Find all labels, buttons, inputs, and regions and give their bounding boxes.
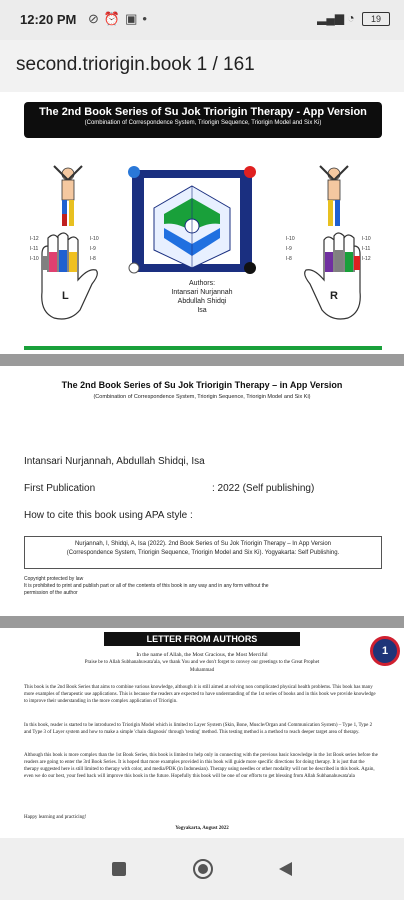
authors-line: Intansari Nurjannah, Abdullah Shidqi, Is… (24, 456, 205, 467)
signal-icon: ▂▄▆ (317, 11, 345, 25)
wifi-icon: ◔ (347, 11, 355, 25)
citation-line-2: (Correspondence System, Triorigin Sequen… (66, 550, 340, 556)
letter-place-date: Yogyakarta, August 2022 (175, 826, 229, 831)
author-2: Abdullah Shidqi (177, 298, 227, 305)
copyright-line-2: It is prohibited to print and publish pa… (24, 583, 269, 589)
author-1: Intansari Nurjannah (171, 289, 233, 296)
cover-green-line (24, 346, 382, 350)
left-hand-letter: L (62, 290, 69, 302)
page-separator (0, 354, 404, 366)
copyright-notice: Copyright protected by law It is prohibi… (24, 576, 380, 597)
greeting-3: Muhammad (189, 668, 215, 673)
page-3: LETTER FROM AUTHORS In the name of Allah… (0, 628, 404, 838)
mute-icon: ⊘ (88, 11, 104, 26)
letter-closing: Happy learning and practicing! (24, 815, 87, 820)
page-1: The 2nd Book Series of Su Jok Triorigin … (0, 92, 404, 350)
right-figure-image (319, 165, 349, 226)
status-right: ▂▄▆ ◔ 19 (317, 11, 390, 26)
cite-label: How to cite this book using APA style : (24, 510, 193, 521)
back-triangle-icon[interactable] (276, 860, 294, 878)
right-hand-letter: R (330, 290, 338, 302)
cover-subtitle: (Combination of Correspondence System, T… (84, 120, 322, 126)
greeting-1: In the name of Allah, the Most Gracious,… (136, 652, 268, 658)
citation-box: Nurjannah, I, Shidqi, A, Isa (2022). 2nd… (24, 536, 382, 569)
cover-banner: The 2nd Book Series of Su Jok Triorigin … (24, 102, 382, 138)
copyright-page-title: The 2nd Book Series of Su Jok Triorigin … (61, 380, 343, 390)
cover-title: The 2nd Book Series of Su Jok Triorigin … (39, 106, 367, 118)
box-icon: ▣ (125, 11, 143, 26)
left-hand-image (41, 232, 98, 320)
battery-icon: 19 (362, 11, 390, 26)
copyright-line-1: Copyright protected by law (24, 576, 84, 582)
publication-label: First Publication (24, 483, 96, 494)
status-icons: ⊘⏰▣• (88, 11, 152, 27)
status-time: 12:20 PM (20, 12, 77, 27)
citation-line-1: Nurjannah, I, Shidqi, A, Isa (2022). 2nd… (74, 541, 332, 547)
letter-paragraph-1: This book is the 2nd Book Series that ai… (24, 685, 376, 704)
publication-value: : 2022 (Self publishing) (212, 483, 315, 494)
square-icon[interactable] (110, 860, 128, 878)
triorigin-diagram-image (128, 166, 256, 274)
letter-paragraph-2: In this book, reader is started to be in… (24, 723, 373, 735)
navigation-bar (0, 838, 404, 900)
alarm-icon: ⏰ (103, 11, 126, 26)
circle-icon[interactable] (192, 858, 214, 880)
copyright-line-3: permission of the author (24, 590, 78, 596)
document-viewer[interactable]: The 2nd Book Series of Su Jok Triorigin … (0, 92, 404, 838)
cover-authors: Authors: Intansari Nurjannah Abdullah Sh… (150, 279, 254, 315)
page-number-button[interactable]: 1 (370, 636, 400, 666)
authors-label: Authors: (188, 280, 216, 287)
greeting-2: Praise be to Allah Subhanahuwata'ala, we… (84, 660, 320, 665)
status-bar: 12:20 PM ⊘⏰▣• ▂▄▆ ◔ 19 (0, 0, 404, 40)
title-bar: second.triorigin.book 1 / 161 (0, 40, 404, 92)
copyright-page-subtitle: (Combination of Correspondence System, T… (93, 394, 311, 400)
author-3: Isa (197, 307, 207, 314)
letter-header: LETTER FROM AUTHORS (104, 632, 300, 646)
document-title: second.triorigin.book 1 / 161 (16, 54, 255, 75)
left-figure-image (53, 165, 83, 226)
letter-paragraph-3: Although this book is more complex than … (24, 753, 378, 779)
right-hand-image (304, 232, 361, 320)
page-separator-2 (0, 616, 404, 628)
page-2: The 2nd Book Series of Su Jok Triorigin … (0, 366, 404, 614)
dot-icon: • (142, 11, 152, 26)
